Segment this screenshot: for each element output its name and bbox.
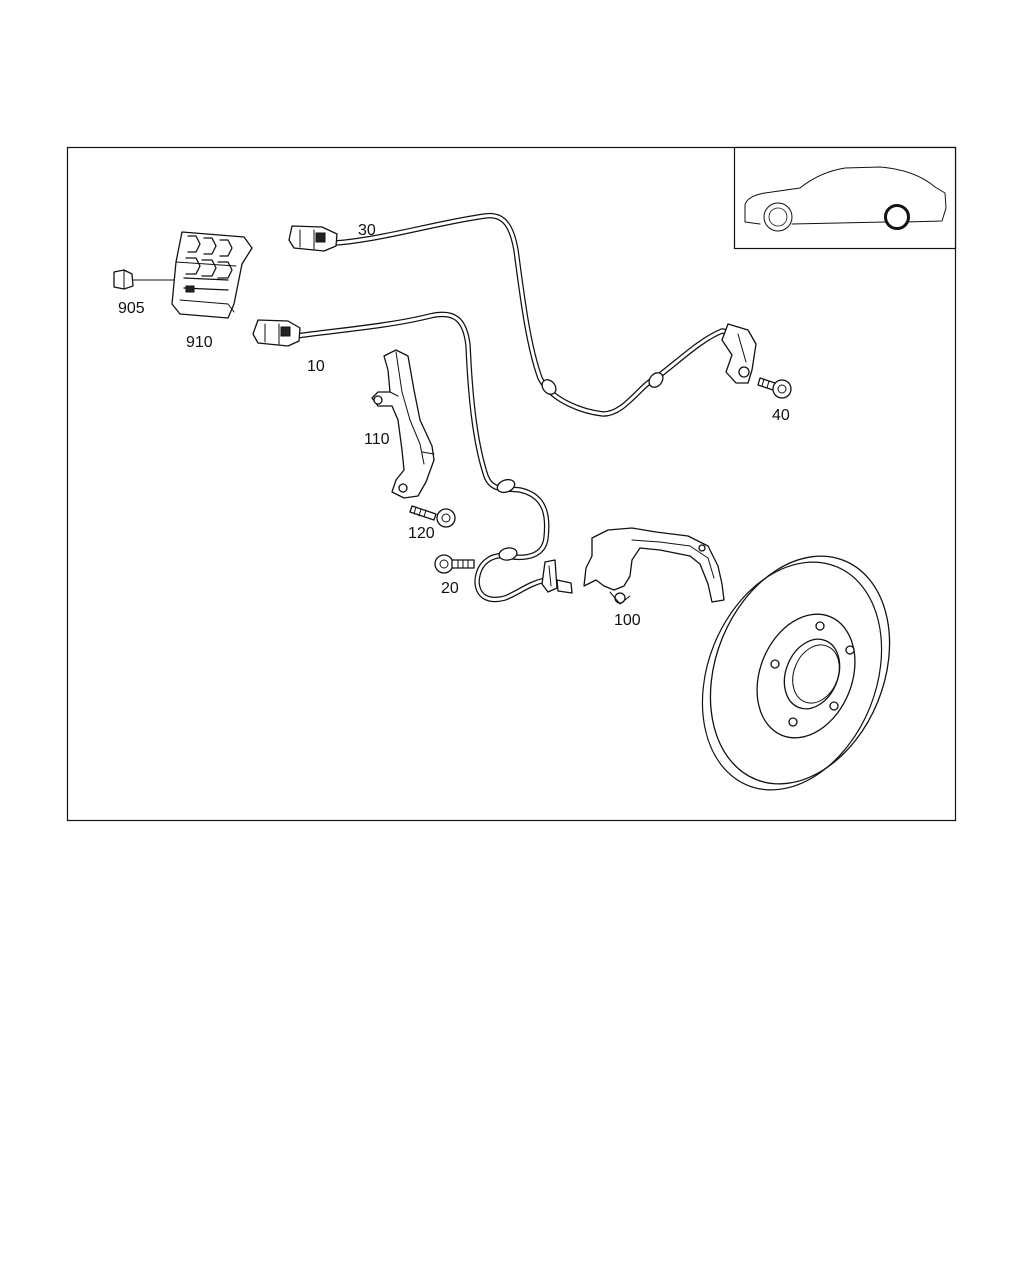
front-wheel-icon (763, 202, 793, 232)
callout-40: 40 (772, 407, 790, 424)
part-110-bracket (371, 349, 435, 499)
sensor-10-icon (541, 559, 573, 594)
callout-910: 910 (186, 334, 213, 351)
part-40-bolt (757, 377, 792, 399)
callout-10: 10 (307, 358, 325, 375)
part-100-splash-shield (583, 527, 725, 605)
bolt-hole-icon (788, 717, 798, 727)
car-silhouette-icon (744, 166, 947, 225)
connector-10-icon (252, 319, 301, 347)
bolt-hole-icon (770, 659, 780, 669)
part-20-bolt (434, 554, 475, 574)
vehicle-locator-inset (733, 146, 957, 250)
sensor-30-icon (721, 323, 757, 384)
brake-disc (701, 555, 891, 791)
part-10-sensor-cable (252, 311, 573, 603)
callout-30: 30 (358, 222, 376, 239)
rear-wheel-highlight-icon (884, 204, 910, 230)
callout-110: 110 (364, 431, 390, 448)
part-910-control-unit (171, 231, 253, 319)
bolt-hole-icon (815, 621, 825, 631)
bolt-hole-icon (845, 645, 855, 655)
callout-120: 120 (408, 525, 435, 542)
callout-20: 20 (441, 580, 459, 597)
part-120-bolt (409, 505, 456, 528)
callout-905: 905 (118, 300, 145, 317)
bolt-hole-icon (829, 701, 839, 711)
diagram-frame (66, 146, 957, 822)
part-30-sensor-cable (288, 212, 757, 417)
connector-30-icon (288, 225, 338, 252)
callout-100: 100 (614, 612, 641, 629)
